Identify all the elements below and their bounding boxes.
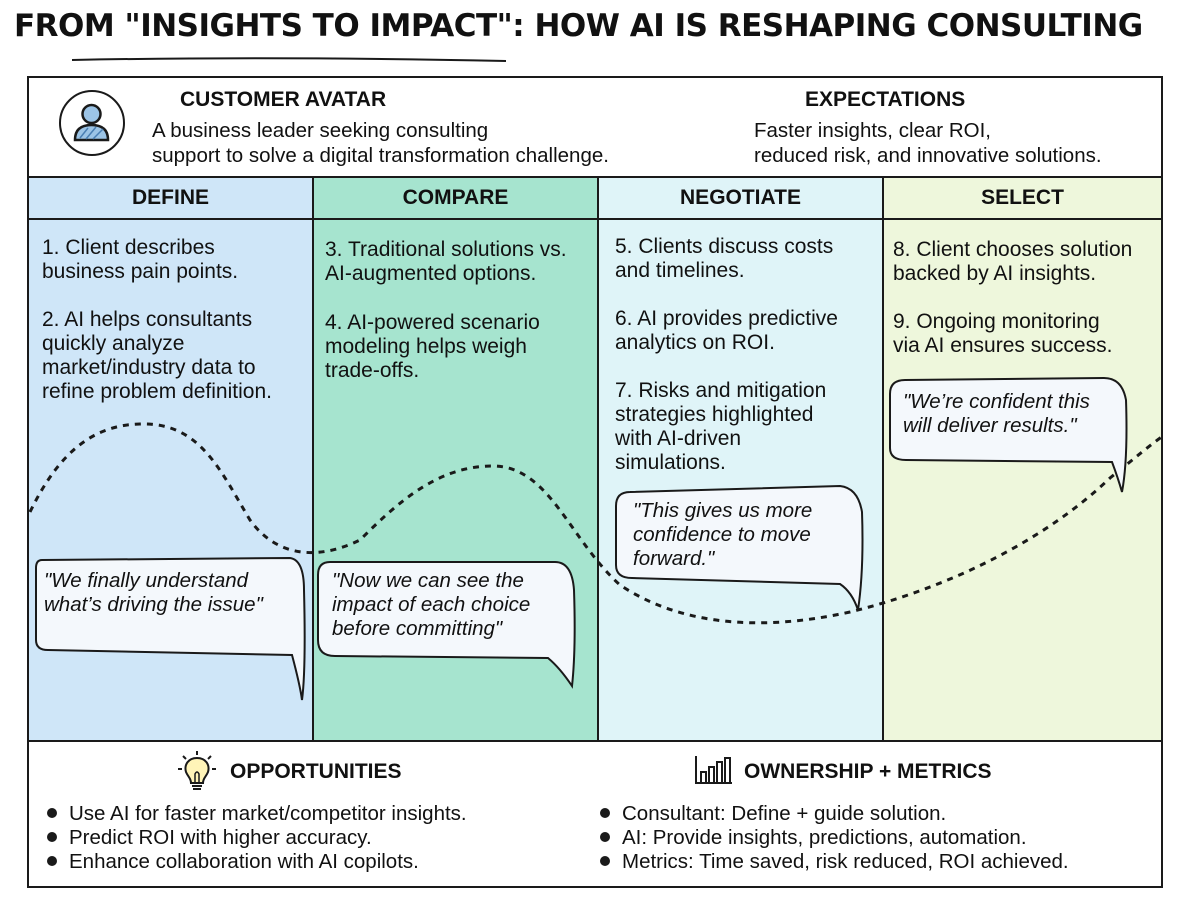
customer-avatar-line-2: support to solve a digital transformatio… bbox=[152, 144, 609, 167]
bar-chart-icon bbox=[695, 756, 732, 784]
ownership-item: Consultant: Define + guide solution. bbox=[600, 802, 946, 826]
opportunity-item: Predict ROI with higher accuracy. bbox=[47, 826, 372, 850]
opportunities-heading: OPPORTUNITIES bbox=[230, 760, 402, 783]
ownership-heading: OWNERSHIP + METRICS bbox=[744, 760, 992, 783]
stage-heading: DEFINE bbox=[29, 178, 312, 220]
stage-heading: COMPARE bbox=[314, 178, 597, 220]
opportunity-item: Enhance collaboration with AI copilots. bbox=[47, 850, 419, 874]
stage-heading: SELECT bbox=[884, 178, 1161, 220]
lightbulb-icon bbox=[178, 751, 216, 790]
step-5-text: 5. Clients discuss costs and timelines. bbox=[615, 235, 834, 282]
expectations-line-2: reduced risk, and innovative solutions. bbox=[754, 144, 1102, 167]
header-row: CUSTOMER AVATAR A business leader seekin… bbox=[29, 78, 1161, 176]
expectations-heading: EXPECTATIONS bbox=[805, 88, 966, 111]
title-underline bbox=[71, 57, 507, 62]
expectations-line-1: Faster insights, clear ROI, bbox=[754, 119, 991, 142]
person-icon bbox=[59, 90, 125, 156]
bottom-row: OPPORTUNITIES Use AI for faster market/c… bbox=[29, 740, 1161, 888]
ownership-item: AI: Provide insights, predictions, autom… bbox=[600, 826, 1027, 850]
page-title: FROM "INSIGHTS TO IMPACT": HOW AI IS RES… bbox=[14, 8, 1143, 44]
step-3-text: 3. Traditional solutions vs. AI-augmente… bbox=[325, 238, 567, 285]
quote-select: "We’re confident this will deliver resul… bbox=[903, 390, 1090, 437]
customer-avatar-line-1: A business leader seeking consulting bbox=[152, 119, 489, 142]
stage-heading: NEGOTIATE bbox=[599, 178, 882, 220]
ownership-item: Metrics: Time saved, risk reduced, ROI a… bbox=[600, 850, 1069, 874]
opportunity-item: Use AI for faster market/competitor insi… bbox=[47, 802, 467, 826]
customer-avatar-heading: CUSTOMER AVATAR bbox=[180, 88, 387, 111]
